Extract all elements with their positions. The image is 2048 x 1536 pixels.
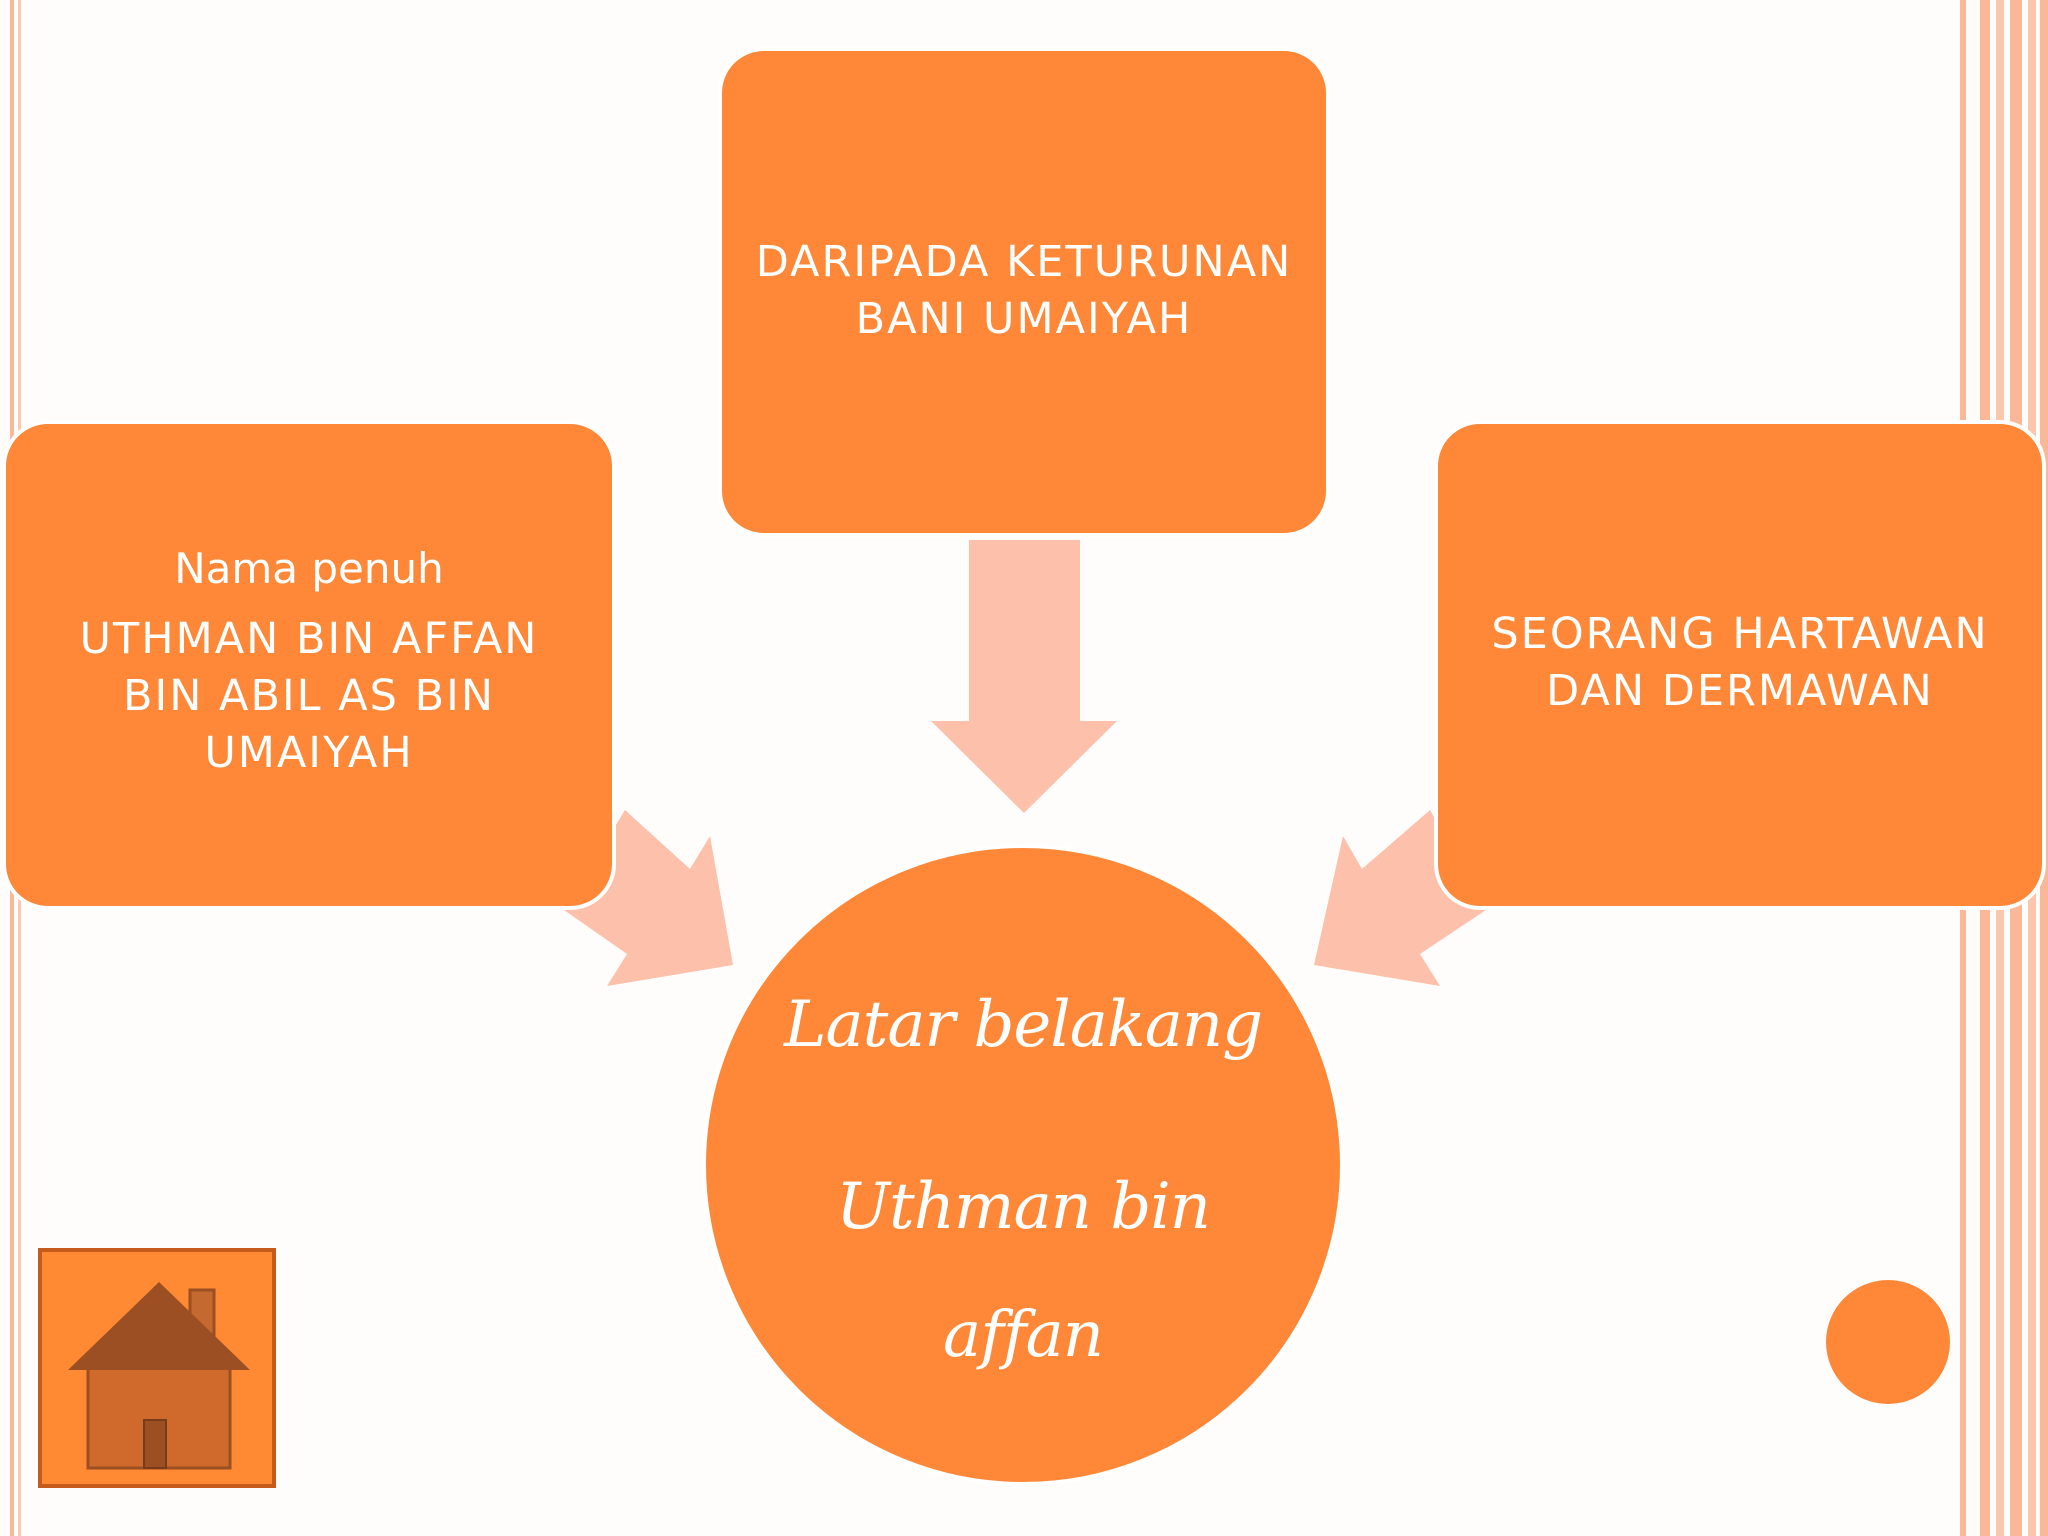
left-box: Nama penuh UTHMAN BIN AFFAN BIN ABIL AS … — [2, 420, 616, 910]
home-button[interactable] — [38, 1248, 276, 1488]
center-circle: Latar belakang Uthman bin affan — [702, 844, 1344, 1486]
down-arrow — [931, 540, 1117, 813]
top-box: DARIPADA KETURUNAN BANI UMAIYAH — [718, 47, 1330, 537]
right-box: SEORANG HARTAWAN DAN DERMAWAN — [1434, 420, 2046, 910]
right-box-line: DAN DERMAWAN — [1546, 666, 1934, 716]
right-box-line: SEORANG HARTAWAN — [1491, 609, 1989, 659]
left-box-line: UTHMAN BIN AFFAN — [79, 614, 539, 664]
top-box-line: BANI UMAIYAH — [855, 294, 1193, 344]
center-subtitle-name: affan — [943, 1298, 1104, 1372]
left-box-line: UMAIYAH — [204, 728, 414, 778]
left-box-heading: Nama penuh — [174, 544, 444, 593]
home-icon — [68, 1282, 250, 1470]
top-box-line: DARIPADA KETURUNAN — [755, 237, 1293, 287]
left-box-line: BIN ABIL AS BIN — [123, 671, 495, 721]
center-subtitle: Uthman bin — [836, 1170, 1211, 1244]
center-title: Latar belakang — [783, 988, 1263, 1062]
decorative-dot — [1826, 1280, 1950, 1404]
